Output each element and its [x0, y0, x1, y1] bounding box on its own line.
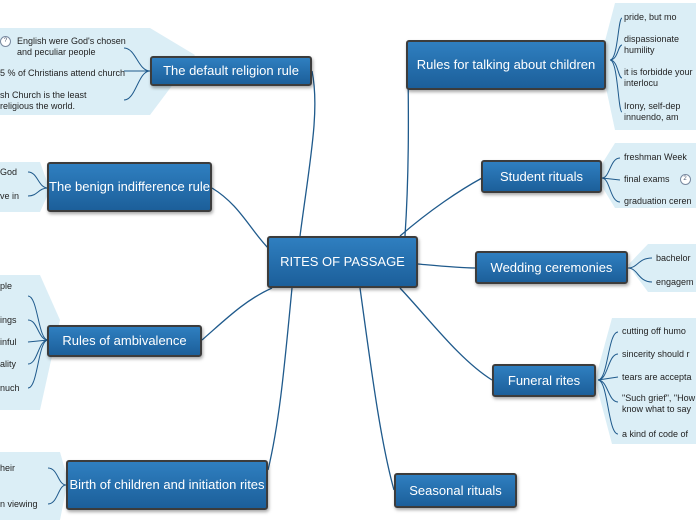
- leaf-birth-2: n viewing: [0, 499, 38, 509]
- bubble-funeral: [595, 318, 696, 444]
- leaf-funeral-3: tears are accepta: [622, 372, 692, 382]
- bubble-talking: [600, 3, 696, 130]
- bubble-benign: [0, 162, 50, 212]
- leaf-talking-3: it is forbidde your interlocu: [624, 67, 693, 88]
- leaf-birth-1: heir: [0, 463, 16, 473]
- leaf-benign-2: ve in: [0, 191, 20, 201]
- leaf-default-religion-3: sh Church is the least religious the wor…: [0, 90, 87, 111]
- leaf-funeral-1: cutting off humo: [622, 326, 686, 336]
- leaf-ambivalence-3: inful: [0, 337, 17, 347]
- topic-seasonal[interactable]: Seasonal rituals: [394, 473, 517, 508]
- leaf-ambivalence-5: nuch: [0, 383, 20, 393]
- leaf-talking-2: dispassionate humility: [624, 34, 680, 55]
- leaf-wedding-2: engagem: [656, 277, 694, 287]
- leaf-ambivalence-1: ple: [0, 281, 13, 291]
- leaf-ambivalence-4: ality: [0, 359, 17, 369]
- topic-benign-indifference[interactable]: The benign indifference rule: [47, 162, 212, 212]
- topic-funeral[interactable]: Funeral rites: [492, 364, 596, 397]
- leaf-ambivalence-2: ings: [0, 315, 17, 325]
- leaf-benign-1: God: [0, 167, 18, 177]
- topic-student[interactable]: Student rituals: [481, 160, 602, 193]
- central-topic[interactable]: RITES OF PASSAGE: [267, 236, 418, 288]
- leaf-default-religion-2: 5 % of Christians attend church: [0, 68, 126, 78]
- count-badge-icon: 2: [679, 174, 691, 186]
- bubble-ambivalence: [0, 275, 60, 410]
- leaf-default-religion-1: ?English were God's chosen and peculiar …: [0, 36, 129, 58]
- leaf-funeral-4: "Such grief", "How know what to say: [622, 393, 696, 414]
- leaf-student-1: freshman Week: [624, 152, 687, 162]
- topic-default-religion[interactable]: The default religion rule: [150, 56, 312, 86]
- leaf-funeral-5: a kind of code of: [622, 429, 689, 439]
- topic-birth[interactable]: Birth of children and initiation rites: [66, 460, 268, 510]
- topic-wedding[interactable]: Wedding ceremonies: [475, 251, 628, 284]
- leaf-talking-1: pride, but mo: [624, 12, 677, 22]
- leaf-student-3: graduation ceren: [624, 196, 692, 206]
- topic-ambivalence[interactable]: Rules of ambivalence: [47, 325, 202, 357]
- bubble-student: [595, 143, 696, 208]
- question-badge-icon: ?: [0, 36, 11, 48]
- leaf-wedding-1: bachelor: [656, 253, 691, 263]
- leaf-talking-4: Irony, self-dep innuendo, am: [624, 101, 681, 122]
- topic-talking-children[interactable]: Rules for talking about children: [406, 40, 606, 90]
- bubble-default-religion: [0, 28, 195, 115]
- leaf-funeral-2: sincerity should r: [622, 349, 690, 359]
